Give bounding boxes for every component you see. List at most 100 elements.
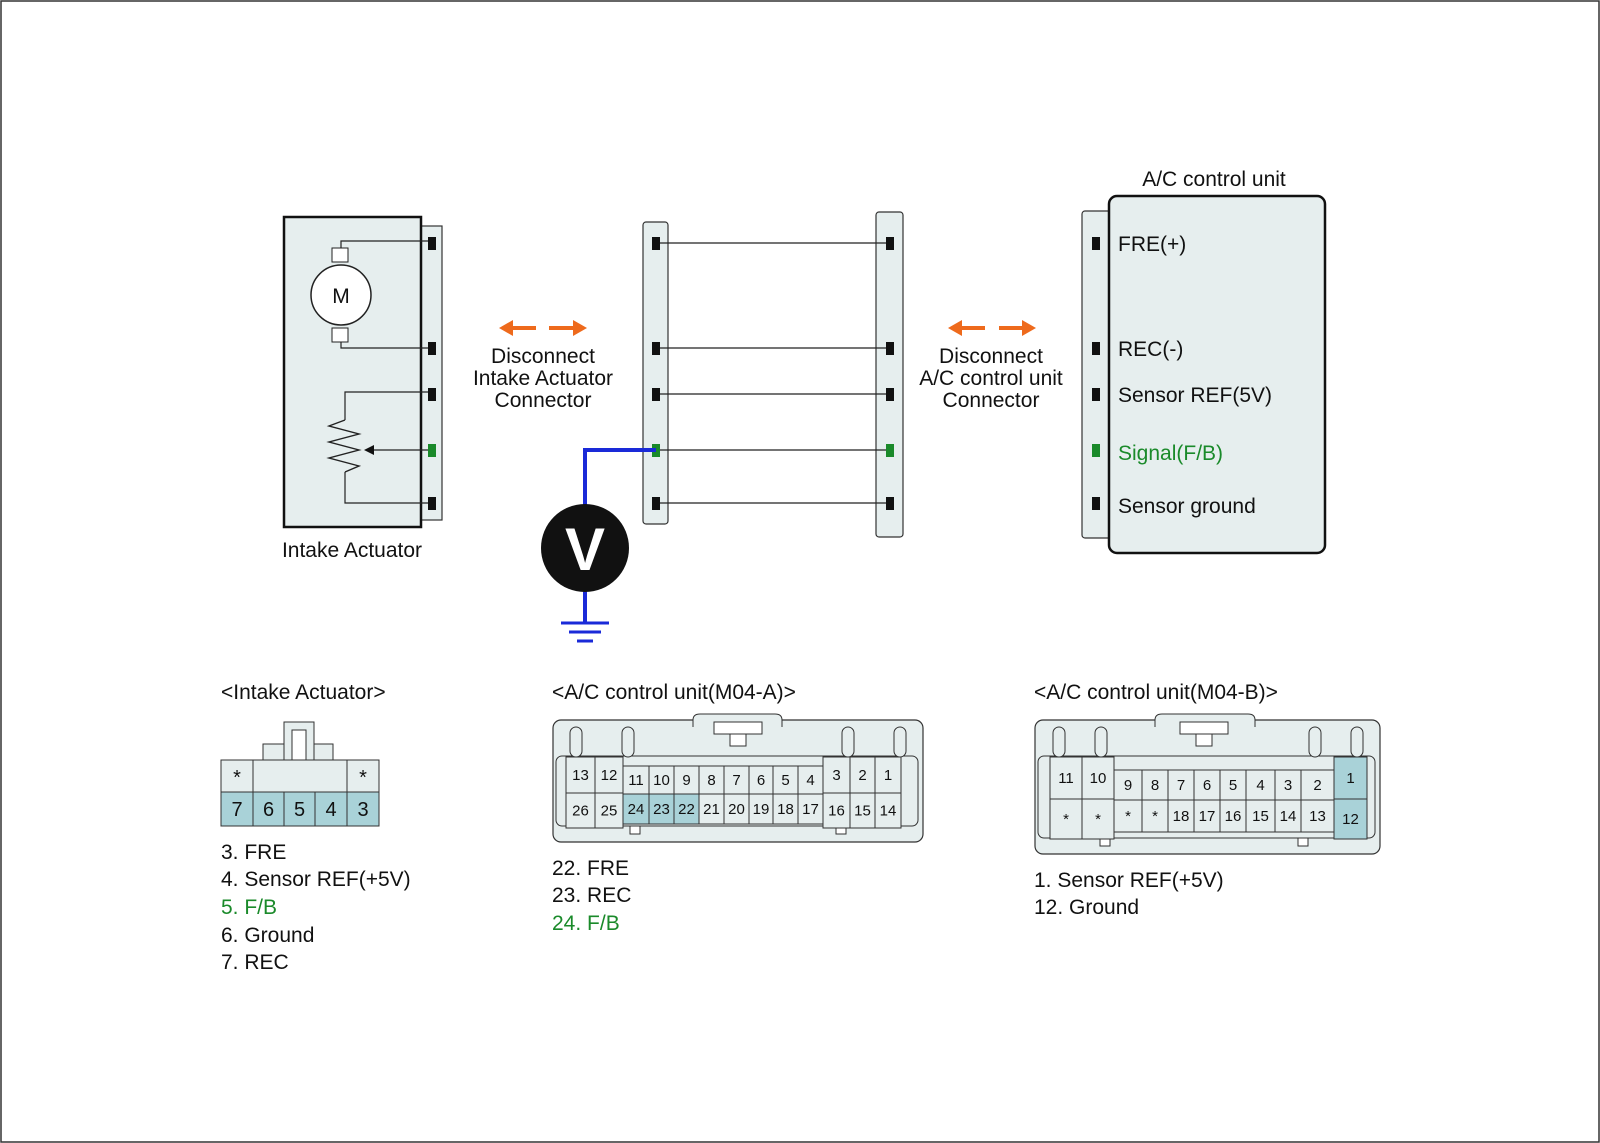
m04a-top-pin-0: 13	[572, 767, 589, 784]
intake-bottom-pin-0: 7	[231, 799, 242, 821]
double-arrow-icon	[499, 320, 587, 336]
m04a-bottom-pin-12-cell	[874, 792, 902, 829]
m04a-top-pin-12: 1	[884, 767, 892, 784]
m04a-bottom-pin-2: 24	[628, 801, 645, 818]
m04a-bottom-pin-5: 21	[703, 801, 720, 818]
m04b-bottom-pin-4-cell	[1167, 799, 1195, 833]
m04b-top-pin-4: 7	[1177, 777, 1185, 794]
m04a-top-pin-9-cell	[797, 765, 824, 795]
m04b-bottom-pin-5-cell	[1193, 799, 1221, 833]
m04a-top-pin-6-cell	[723, 765, 750, 795]
m04a-bottom-pin-11: 15	[854, 803, 871, 820]
m04b-top-pin-8: 3	[1284, 777, 1292, 794]
m04a-bottom-pin-4: 22	[678, 801, 695, 818]
m04a-bottom-pin-1: 25	[601, 803, 618, 820]
conn-m04b-title: <A/C control unit(M04-B)>	[1034, 681, 1278, 704]
disconnect-left-line1: Disconnect	[491, 345, 595, 368]
conn-m04a-legend-3: 24. F/B	[552, 912, 620, 935]
acu-terminal-sensor-ground: Sensor ground	[1118, 495, 1256, 518]
m04a-bottom-pin-6: 20	[728, 801, 745, 818]
m04b-top-pin-3: 8	[1151, 777, 1159, 794]
m04a-top-pin-9: 4	[806, 772, 814, 789]
m04a-top-pin-4-cell	[673, 765, 700, 795]
intake-bottom-pin-4-cell	[346, 791, 380, 827]
disconnect-right-line2: A/C control unit	[919, 367, 1063, 390]
m04b-top-pin-4-cell	[1167, 769, 1195, 801]
m04b-bottom-pin-7: 15	[1252, 808, 1269, 825]
m04b-bottom-pin-8-cell	[1274, 799, 1302, 833]
intake-bottom-pin-0-cell	[220, 791, 254, 827]
harness-wires	[657, 242, 891, 504]
actuator-caption: Intake Actuator	[282, 539, 422, 562]
m04a-top-pin-11: 2	[858, 767, 866, 784]
acu-terminal-sensor-ref: Sensor REF(5V)	[1118, 384, 1272, 407]
m04b-top-pin-9: 2	[1313, 777, 1321, 794]
m04a-top-pin-7: 6	[757, 772, 765, 789]
voltmeter-icon: V	[541, 504, 629, 592]
m04b-top-pin-10: 1	[1346, 770, 1354, 787]
conn-intake-top-2: *	[359, 767, 367, 789]
intake-bottom-pin-1-cell	[252, 791, 285, 827]
m04a-bottom-pin-2-cell	[622, 793, 650, 825]
m04b-bottom-pin-2-cell	[1113, 799, 1143, 833]
ac-control-unit: A/C control unit FRE(+) REC(-) Sensor RE…	[1081, 168, 1327, 555]
potentiometer-icon	[326, 391, 432, 504]
m04a-bottom-pin-3: 23	[653, 801, 670, 818]
m04b-top-pin-1: 10	[1090, 770, 1107, 787]
voltmeter-symbol: V	[565, 516, 605, 583]
conn-intake-legend-2: 4. Sensor REF(+5V)	[221, 868, 411, 891]
m04a-bottom-pin-8-cell	[772, 793, 799, 825]
m04b-bottom-pin-9: 13	[1309, 808, 1326, 825]
m04b-bottom-pin-0: *	[1063, 811, 1069, 828]
m04b-top-pin-0: 11	[1058, 770, 1074, 787]
conn-intake-legend-1: 3. FRE	[221, 841, 286, 864]
disconnect-left-line3: Connector	[495, 389, 592, 412]
disconnect-left-line2: Intake Actuator	[473, 367, 613, 390]
m04b-bottom-pin-4: 18	[1173, 808, 1190, 825]
harness-connector-right	[875, 211, 904, 538]
conn-m04b-legend-2: 12. Ground	[1034, 896, 1139, 919]
disconnect-right-line3: Connector	[943, 389, 1040, 412]
m04b-bottom-pin-10-cell	[1333, 798, 1368, 840]
conn-intake-legend-5: 7. REC	[221, 951, 289, 974]
acu-terminal-signal: Signal(F/B)	[1118, 442, 1223, 465]
m04a-bottom-pin-0: 26	[572, 803, 589, 820]
acu-title: A/C control unit	[1142, 168, 1286, 191]
m04b-bottom-pin-2: *	[1125, 808, 1131, 825]
m04b-top-pin-9-cell	[1300, 769, 1335, 801]
m04a-bottom-pin-3-cell	[648, 793, 675, 825]
motor-icon: M	[310, 247, 372, 343]
m04a-top-pin-4: 9	[682, 772, 690, 789]
m04a-bottom-pin-12: 14	[880, 803, 897, 820]
m04b-bottom-pin-3-cell	[1141, 799, 1169, 833]
acu-terminal-rec: REC(-)	[1118, 338, 1183, 361]
conn-intake-legend-4: 6. Ground	[221, 924, 314, 947]
m04b-bottom-pin-1: *	[1095, 811, 1101, 828]
m04a-top-pin-3-cell	[648, 765, 675, 795]
acu-connector	[1081, 210, 1113, 539]
intake-bottom-pin-2: 5	[294, 799, 305, 821]
m04b-top-pin-10-cell	[1333, 756, 1368, 800]
m04b-bottom-pin-3: *	[1152, 808, 1158, 825]
actuator-connector	[419, 225, 443, 521]
voltmeter-probe: V	[541, 448, 656, 643]
m04a-top-pin-2: 11	[628, 772, 644, 789]
acu-terminal-fre: FRE(+)	[1118, 233, 1186, 256]
intake-bottom-pin-4: 3	[357, 799, 368, 821]
intake-bottom-pin-3: 4	[325, 799, 336, 821]
m04a-bottom-pin-8: 18	[777, 801, 794, 818]
m04b-bottom-pin-10: 12	[1342, 811, 1359, 828]
m04b-top-pin-2: 9	[1124, 777, 1132, 794]
intake-bottom-pin-2-cell	[283, 791, 316, 827]
m04b-bottom-pin-6: 16	[1225, 808, 1242, 825]
m04a-bottom-pin-10: 16	[828, 803, 845, 820]
